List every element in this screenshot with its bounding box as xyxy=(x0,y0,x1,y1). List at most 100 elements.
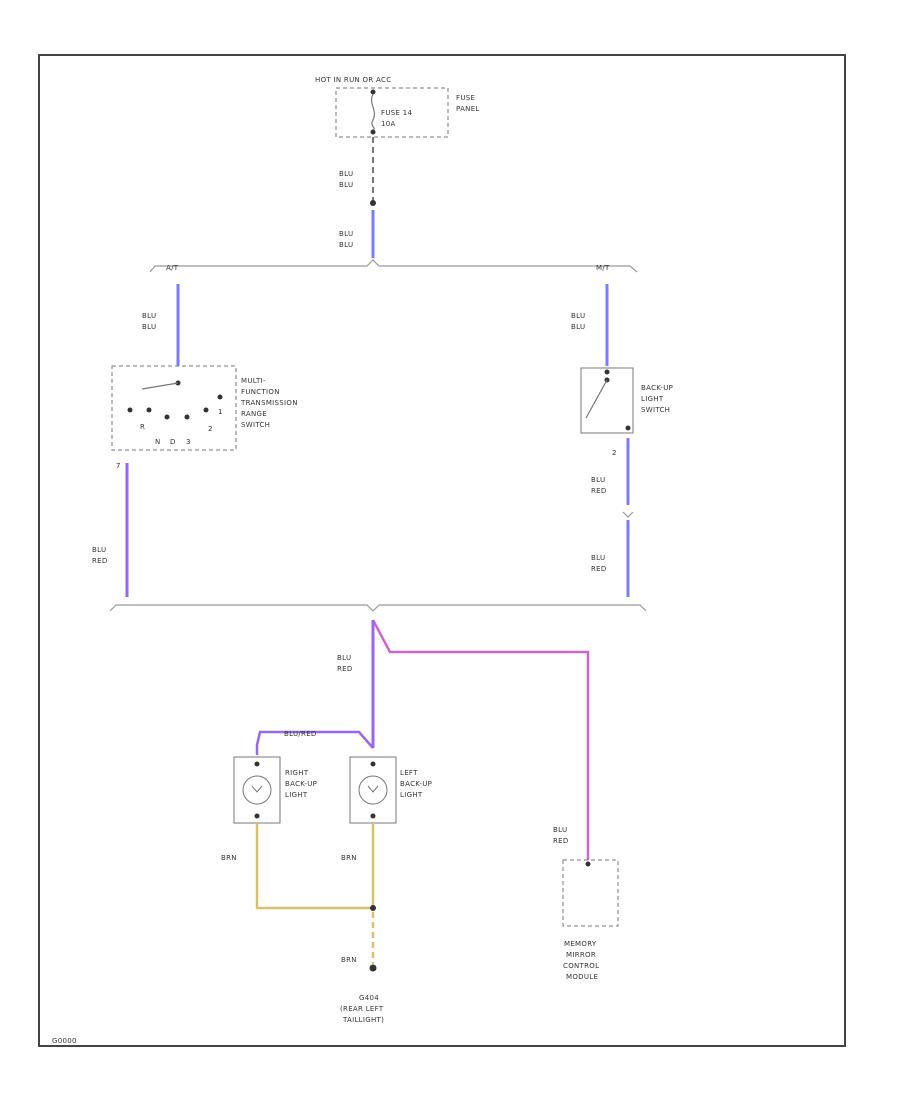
left-light-box xyxy=(349,756,397,824)
backup-light-switch: BACK-UP LIGHT SWITCH 2 xyxy=(580,367,673,457)
memory-label-1: MEMORY xyxy=(564,940,597,948)
left-light-filament xyxy=(367,785,379,793)
left-light-label-1: LEFT xyxy=(400,769,418,777)
bu-contact-top xyxy=(604,369,610,375)
left-light-bulb xyxy=(358,775,388,805)
inline-connector xyxy=(622,511,634,518)
wire-label-blured-center-a: BLU xyxy=(337,654,351,662)
mf-pos-3: 3 xyxy=(186,438,190,446)
splice-dot-ground xyxy=(370,905,376,911)
mf-contact-r xyxy=(127,407,133,413)
ground-dot xyxy=(369,964,377,972)
right-light-terminal-bottom xyxy=(254,813,260,819)
right-light-label-1: RIGHT xyxy=(285,769,309,777)
mf-label-5: SWITCH xyxy=(241,421,270,429)
wire-label-blured-right1-a: BLU xyxy=(591,476,605,484)
bu-label-1: BACK-UP xyxy=(641,384,673,392)
wire-blured-horizontal xyxy=(255,730,374,755)
wire-label-blured-right2-a: BLU xyxy=(591,554,605,562)
wire-label-blu-2b: BLU xyxy=(339,241,353,249)
mf-pos-r: R xyxy=(140,423,145,431)
fuse-panel: HOT IN RUN OR ACC FUSE 14 10A FUSE PANEL xyxy=(315,76,480,138)
wire-brn-right xyxy=(255,823,373,910)
wire-label-blu-left-b: BLU xyxy=(142,323,156,331)
wire-label-blu-left-a: BLU xyxy=(142,312,156,320)
fuse-panel-label-2: PANEL xyxy=(456,105,480,113)
right-light-box xyxy=(233,756,281,824)
wire-label-blured-mem-a: BLU xyxy=(553,826,567,834)
multifunction-switch: R N D 3 2 1 MULTI- FUNCTION TRANSMISSION… xyxy=(111,365,298,470)
wire-label-brn-ground: BRN xyxy=(341,956,357,964)
left-backup-light: LEFT BACK-UP LIGHT xyxy=(349,756,432,824)
left-light-terminal-bottom xyxy=(370,813,376,819)
mf-label-3: TRANSMISSION xyxy=(240,399,298,407)
ground-label-3: TAILLIGHT) xyxy=(342,1016,384,1024)
memory-mirror-module: BLU RED MEMORY MIRROR CONTROL MODULE xyxy=(553,826,619,981)
fuse-terminal-top xyxy=(370,89,376,95)
fuse-amp: 10A xyxy=(381,120,396,128)
ground-label-2: (REAR LEFT xyxy=(340,1005,384,1013)
wire-label-blu-2a: BLU xyxy=(339,230,353,238)
wire-label-blured-left-b: RED xyxy=(92,557,108,565)
bu-contact-bottom xyxy=(625,425,631,431)
right-light-bulb xyxy=(242,775,272,805)
mf-label-2: FUNCTION xyxy=(241,388,280,396)
wire-label-blu-1a: BLU xyxy=(339,170,353,178)
fuse-panel-label-1: FUSE xyxy=(456,94,475,102)
transmission-bus-bottom xyxy=(109,604,647,612)
right-backup-light: RIGHT BACK-UP LIGHT xyxy=(233,756,317,824)
bu-label-2: LIGHT xyxy=(641,395,664,403)
ground-label-1: G404 xyxy=(359,994,379,1002)
wire-pink-memory xyxy=(371,619,590,860)
transmission-bus-top: A/T M/T xyxy=(149,259,638,273)
mf-pos-d: D xyxy=(170,438,175,446)
mf-label-1: MULTI- xyxy=(241,377,266,385)
splice-dot-1 xyxy=(370,200,376,206)
mf-label-4: RANGE xyxy=(241,410,267,418)
right-light-filament xyxy=(251,785,263,793)
fuse-terminal-bottom xyxy=(370,129,376,135)
wire-label-blu-right-b: BLU xyxy=(571,323,585,331)
wire-label-blu-right-a: BLU xyxy=(571,312,585,320)
wire-label-brn-right: BRN xyxy=(221,854,237,862)
mf-contact-2 xyxy=(203,407,209,413)
right-light-label-3: LIGHT xyxy=(285,791,308,799)
mf-switch-arm xyxy=(141,382,179,390)
memory-label-3: CONTROL xyxy=(563,962,599,970)
left-light-terminal-top xyxy=(370,761,376,767)
footer-code: G0000 xyxy=(52,1037,77,1045)
fuse-panel-box xyxy=(335,87,449,138)
wire-label-blured-right1-b: RED xyxy=(591,487,607,495)
memory-module-box xyxy=(562,859,619,927)
mf-pos-2: 2 xyxy=(208,425,212,433)
wire-label-blured-center-b: RED xyxy=(337,665,353,673)
bu-switch-arm xyxy=(585,379,608,419)
mf-contact-3 xyxy=(184,414,190,420)
memory-module-terminal xyxy=(585,861,591,867)
mf-contact-n xyxy=(146,407,152,413)
bu-switch-box xyxy=(580,367,634,434)
wire-label-blured-mem-b: RED xyxy=(553,837,569,845)
fuse-hot-label: HOT IN RUN OR ACC xyxy=(315,76,391,84)
right-light-label-2: BACK-UP xyxy=(285,780,317,788)
mf-contact-d xyxy=(164,414,170,420)
wire-label-blured-right2-b: RED xyxy=(591,565,607,573)
mf-pin: 7 xyxy=(116,462,120,470)
memory-label-4: MODULE xyxy=(566,973,598,981)
fuse-element xyxy=(370,93,376,131)
left-light-label-2: BACK-UP xyxy=(400,780,432,788)
bu-label-3: SWITCH xyxy=(641,406,670,414)
bu-pin: 2 xyxy=(612,449,616,457)
wire-label-brn-left: BRN xyxy=(341,854,357,862)
fuse-name: FUSE 14 xyxy=(381,109,412,117)
wire-label-blu-1b: BLU xyxy=(339,181,353,189)
right-light-terminal-top xyxy=(254,761,260,767)
diagram-frame xyxy=(38,54,846,1047)
mf-switch-box xyxy=(111,365,237,451)
memory-label-2: MIRROR xyxy=(566,951,596,959)
mf-contact-1 xyxy=(217,394,223,400)
wire-label-blured-horizontal: BLU/RED xyxy=(284,730,317,738)
tag-mt: M/T xyxy=(596,264,610,272)
tag-at: A/T xyxy=(166,264,179,272)
